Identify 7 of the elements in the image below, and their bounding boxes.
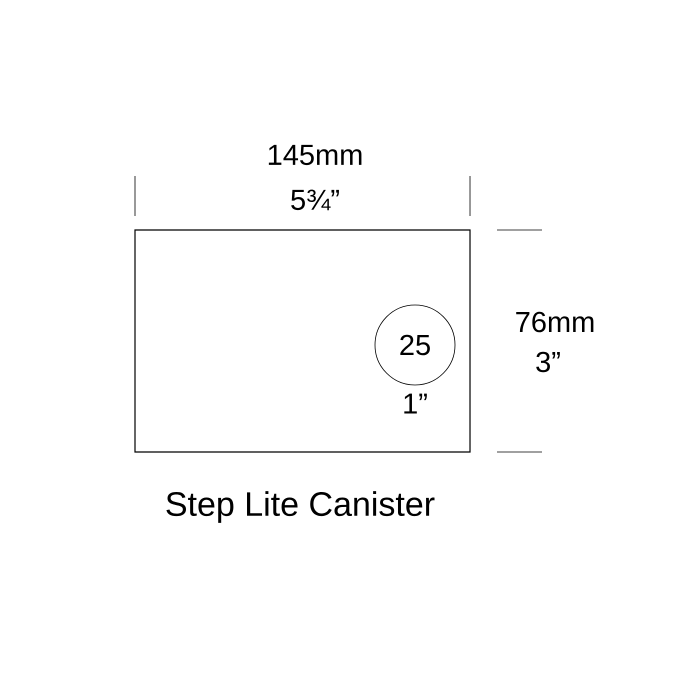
dimension-label: 76mm bbox=[516, 312, 594, 332]
dimension-label: 145mm bbox=[268, 144, 362, 166]
title: Step Lite Canister bbox=[166, 491, 434, 523]
dimension-label: 3” bbox=[536, 352, 560, 372]
size-label: 1” bbox=[404, 394, 427, 414]
dimension-label: 5¾” bbox=[291, 190, 339, 210]
canister-outline bbox=[134, 229, 471, 453]
